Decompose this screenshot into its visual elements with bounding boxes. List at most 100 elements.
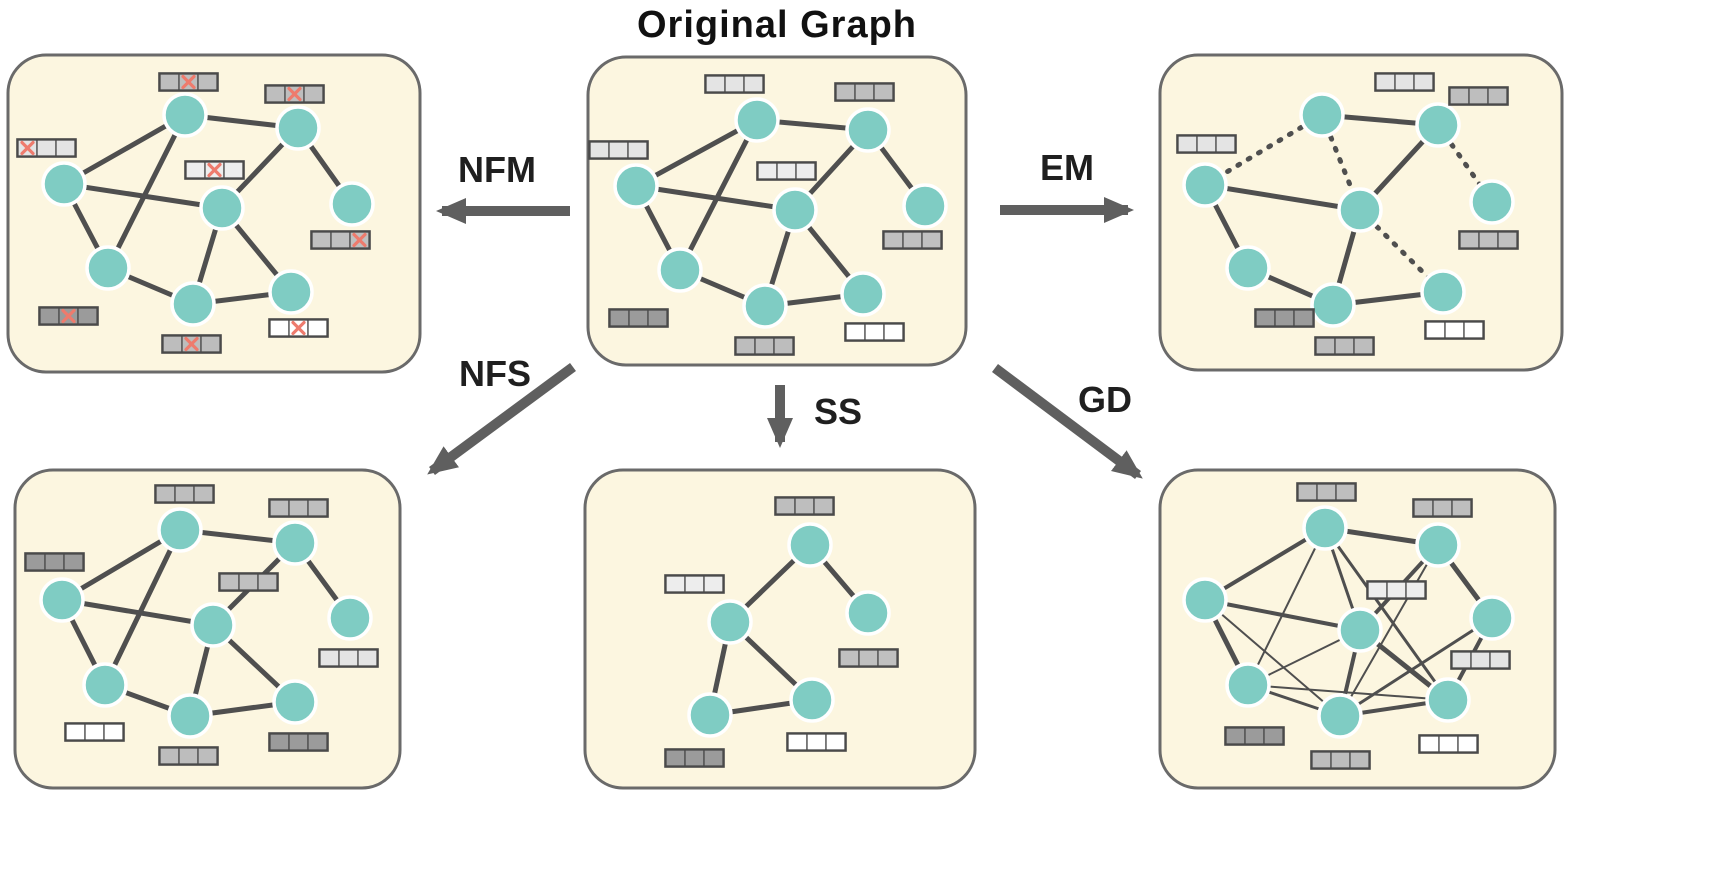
feature-cell	[1489, 651, 1510, 669]
feature-cell	[1353, 337, 1374, 355]
graph-edge	[1203, 526, 1327, 602]
feature-cell	[1457, 735, 1478, 753]
feature-box-border	[882, 230, 943, 250]
feature-vector	[16, 138, 77, 158]
feature-box-border	[664, 574, 725, 594]
feature-cell	[307, 319, 328, 337]
feature-cell	[665, 749, 686, 767]
panel-nfs	[13, 468, 402, 790]
diagram-title: Original Graph	[636, 4, 918, 46]
feature-cell	[647, 309, 668, 327]
feature-box-border	[1176, 134, 1237, 154]
panel-original	[586, 55, 968, 367]
feature-box-border	[844, 322, 905, 342]
graph-node	[1299, 92, 1345, 138]
feature-cell	[858, 649, 879, 667]
graph-edge	[677, 117, 760, 273]
graph-edge	[1339, 544, 1439, 717]
feature-vector	[1448, 86, 1509, 106]
feature-box-border	[1366, 580, 1427, 600]
feature-box-border	[268, 498, 329, 518]
graph-node	[742, 283, 788, 329]
x-mark-stroke	[184, 336, 199, 352]
feature-cell	[1311, 751, 1332, 769]
feature-box-border	[154, 484, 215, 504]
graph-node	[1225, 662, 1271, 708]
feature-box-border	[774, 496, 835, 516]
feature-cell	[1438, 735, 1459, 753]
feature-cell	[357, 649, 378, 667]
graph-node	[657, 247, 703, 293]
feature-cell	[1315, 337, 1336, 355]
graph-node	[1182, 162, 1228, 208]
graph-node	[1310, 282, 1356, 328]
graph-node	[275, 105, 321, 151]
feature-cell	[854, 83, 875, 101]
feature-cell	[806, 733, 827, 751]
feature-vector	[774, 496, 835, 516]
feature-cell	[1177, 135, 1198, 153]
graph-edge	[59, 527, 183, 603]
feature-cell	[794, 497, 815, 515]
feature-cell	[178, 747, 199, 765]
graph-node	[1415, 522, 1461, 568]
panel-gd	[1158, 468, 1557, 790]
graph-node	[707, 599, 753, 645]
feature-cell	[684, 749, 705, 767]
feature-cell	[1225, 727, 1246, 745]
feature-cell	[1425, 321, 1446, 339]
feature-box-border	[756, 161, 817, 181]
graph-node	[82, 662, 128, 708]
feature-cell	[193, 485, 214, 503]
graph-node	[39, 577, 85, 623]
feature-cell	[36, 139, 57, 157]
feature-cell	[864, 323, 885, 341]
feature-vector	[1374, 72, 1435, 92]
feature-cell	[159, 73, 180, 91]
feature-cell	[63, 553, 84, 571]
feature-cell	[1470, 651, 1491, 669]
graph-node	[190, 602, 236, 648]
graph-node	[845, 107, 891, 153]
feature-box-border	[1448, 86, 1509, 106]
feature-cell	[1478, 231, 1499, 249]
feature-cell	[883, 323, 904, 341]
feature-cell	[1297, 483, 1318, 501]
graph-node	[1317, 693, 1363, 739]
graph-node	[840, 271, 886, 317]
feature-cell	[609, 309, 630, 327]
feature-cell	[1459, 231, 1480, 249]
x-mark-icon	[352, 232, 367, 248]
graph-edge	[61, 112, 188, 187]
feature-cell	[773, 337, 794, 355]
feature-cell	[288, 733, 309, 751]
feature-cell	[1386, 581, 1407, 599]
feature-cell	[627, 141, 648, 159]
feature-box-border	[38, 306, 99, 326]
feature-cell	[338, 649, 359, 667]
feature-cell	[608, 141, 629, 159]
feature-cell	[307, 499, 328, 517]
feature-box-border	[1374, 72, 1435, 92]
feature-cell	[1497, 231, 1518, 249]
feature-cell	[155, 485, 176, 503]
feature-vector	[184, 160, 245, 180]
feature-cell	[55, 139, 76, 157]
feature-vector	[318, 648, 379, 668]
graph-node	[85, 245, 131, 291]
feature-cell	[269, 499, 290, 517]
feature-cell	[1451, 499, 1472, 517]
graph-edge	[1247, 684, 1449, 701]
feature-cell	[1330, 751, 1351, 769]
graph-node	[1420, 269, 1466, 315]
feature-vector	[268, 318, 329, 338]
feature-cell	[265, 85, 286, 103]
feature-cell	[1215, 135, 1236, 153]
feature-cell	[44, 553, 65, 571]
feature-cell	[873, 83, 894, 101]
graph-node	[734, 97, 780, 143]
feature-vector	[756, 161, 817, 181]
feature-box-border	[834, 82, 895, 102]
